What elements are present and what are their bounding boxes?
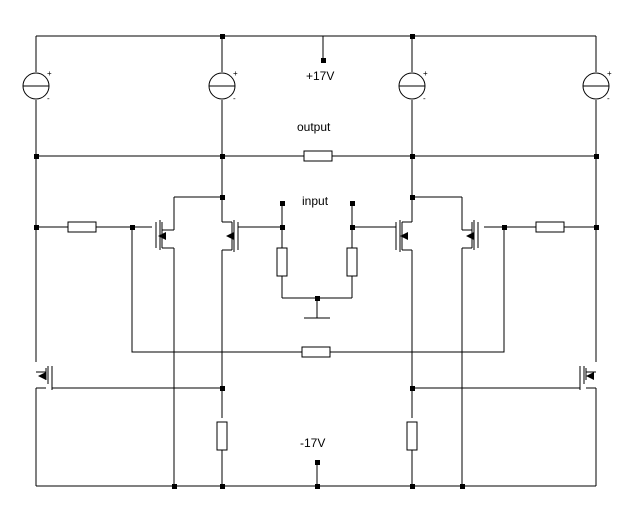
cs4-minus: - (607, 94, 610, 103)
fet-m1-lead (161, 222, 175, 486)
cs4-plus: + (607, 69, 612, 78)
label-output: output (297, 120, 331, 134)
current-source-2: + - (208, 69, 238, 103)
transistor-details (38, 220, 594, 390)
fet-m2-arrow-icon (226, 232, 234, 240)
label-input: input (302, 194, 329, 208)
cs2-minus: - (233, 94, 236, 103)
junction-dots (34, 34, 599, 489)
cs3-minus: - (423, 94, 426, 103)
current-source-1: + - (22, 69, 52, 103)
fet-m3-arrow-icon (400, 232, 408, 240)
left-outer-wire (35, 36, 47, 486)
cs1-plus: + (47, 69, 52, 78)
cs2-plus: + (233, 69, 238, 78)
cs3-plus: + (423, 69, 428, 78)
current-source-4: + - (582, 69, 612, 103)
resistor-right-source (406, 421, 418, 451)
cs1-minus: - (47, 94, 50, 103)
resistor-feedback (301, 346, 331, 358)
resistor-output (303, 150, 333, 162)
resistor-input-right (346, 247, 358, 277)
left-pair-top-link (173, 196, 222, 230)
fet-lower-right-arrow-icon (586, 372, 594, 380)
wires (35, 35, 597, 487)
right-outer-wire (585, 36, 597, 486)
resistor-left-source (216, 421, 228, 451)
right-pair-top-link (412, 196, 463, 230)
fet-lower-left-arrow-icon (38, 372, 46, 380)
current-source-3: + - (398, 69, 428, 103)
resistors (67, 150, 565, 451)
fet-m1-arrow-icon (158, 232, 166, 240)
resistor-input-left (276, 247, 288, 277)
label-supply-positive: +17V (306, 69, 334, 83)
resistor-left-gate (67, 221, 97, 233)
label-supply-negative: -17V (300, 436, 325, 450)
fet-m4-lead (461, 222, 473, 486)
feedback-line (131, 227, 505, 353)
fet-m4-arrow-icon (466, 232, 474, 240)
resistor-right-gate (535, 221, 565, 233)
